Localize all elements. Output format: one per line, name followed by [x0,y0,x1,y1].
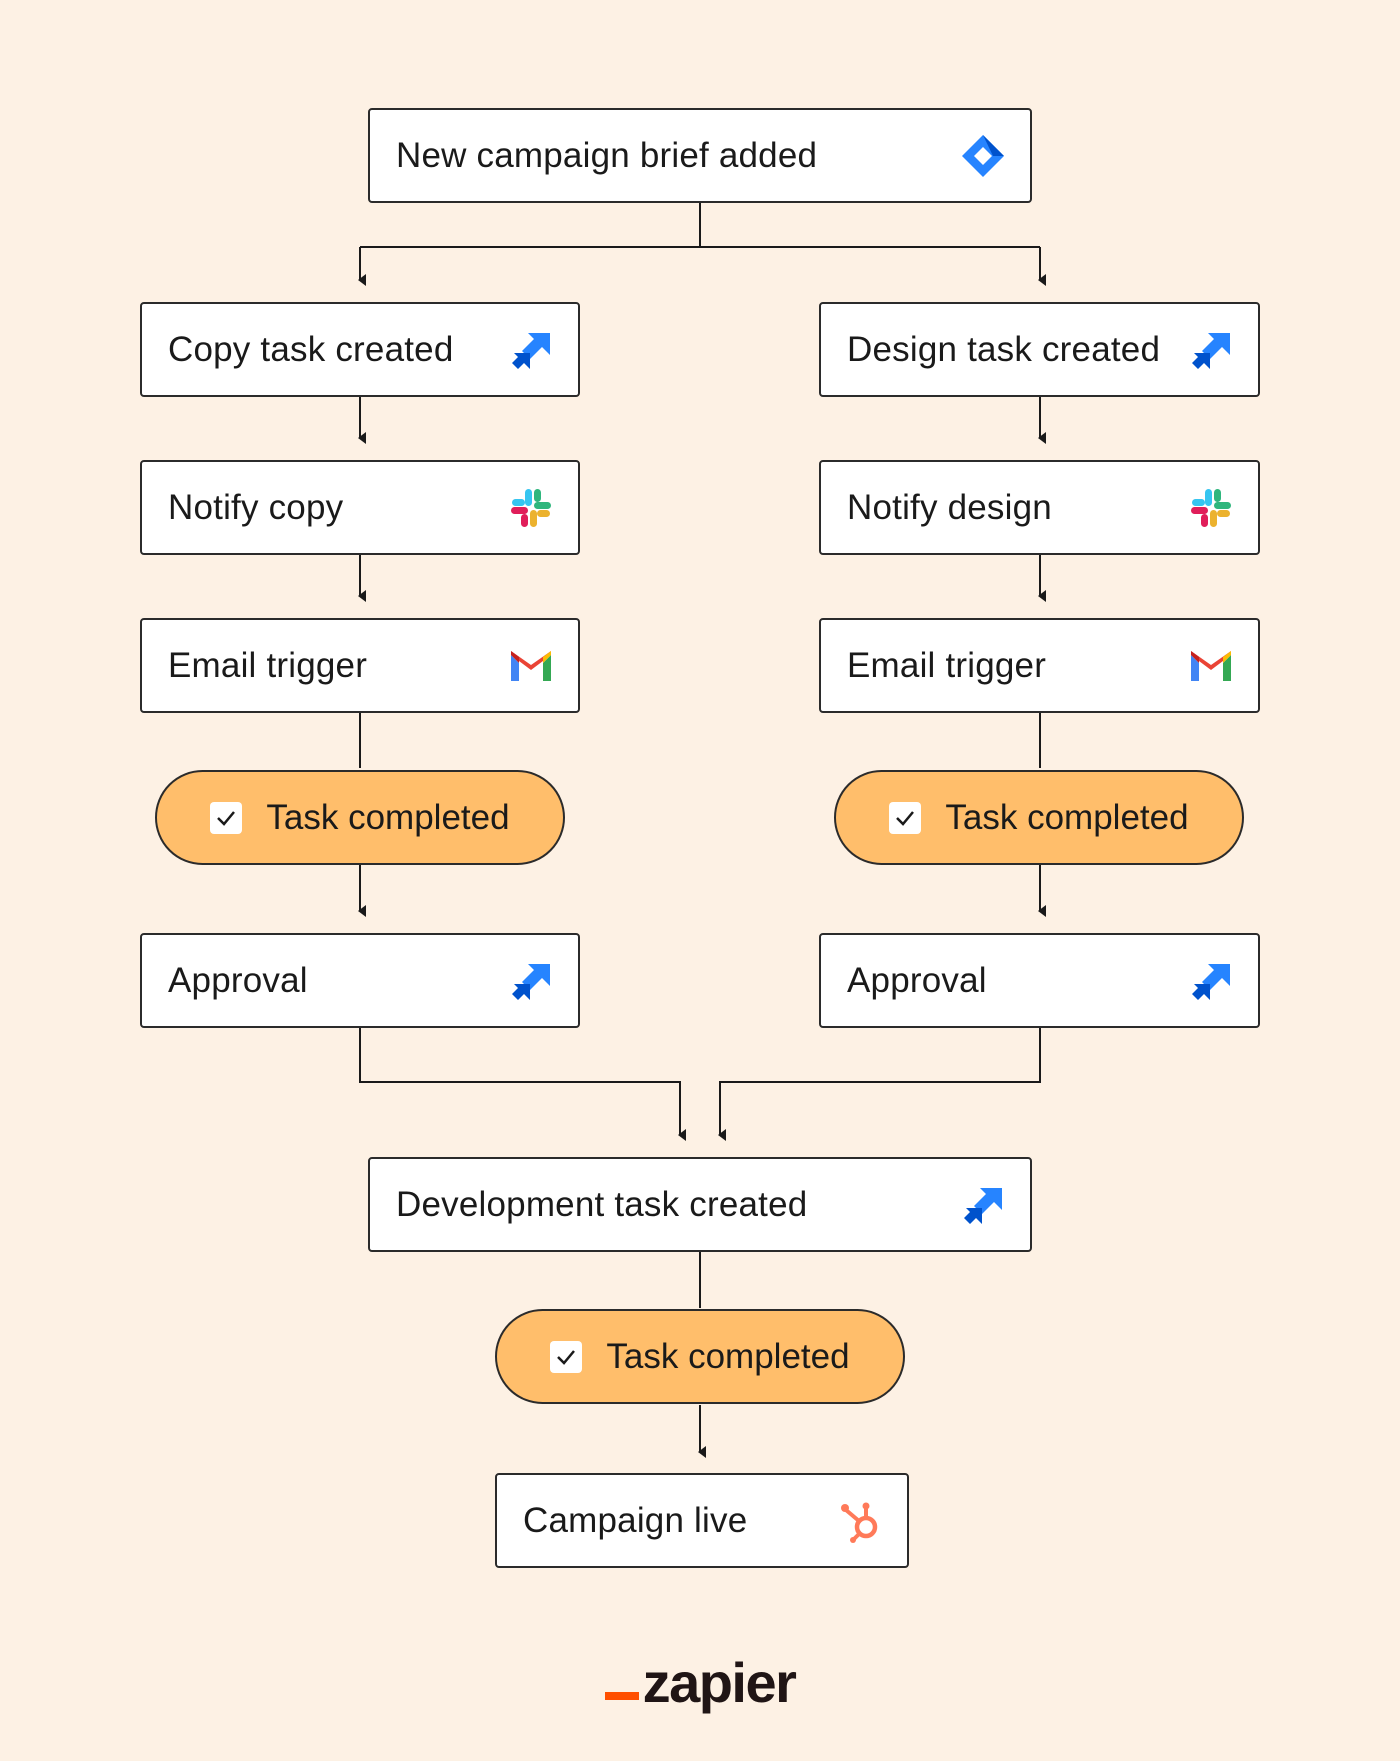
hubspot-icon [837,1498,883,1544]
node-label: Notify copy [168,487,344,527]
checkbox-icon [210,801,243,834]
checkbox-icon [550,1340,583,1373]
logo-underscore [604,1692,639,1700]
zapier-logo: zapier [0,1655,1400,1711]
slack-icon [508,485,554,531]
node-approval-right: Approval [819,933,1260,1028]
node-label: Approval [168,960,308,1000]
jira-icon [960,133,1006,179]
node-label: Approval [847,960,987,1000]
node-approval-left: Approval [140,933,580,1028]
node-copy-task-created: Copy task created [140,302,580,397]
node-notify-design: Notify design [819,460,1260,555]
node-new-campaign-brief: New campaign brief added [368,108,1032,203]
gmail-icon [508,643,554,689]
logo-wordmark: zapier [642,1651,797,1714]
node-label: Development task created [396,1184,808,1224]
connector-approval-right-merge [718,1028,1041,1141]
node-label: Design task created [847,329,1161,369]
task-completed-dev: Task completed [495,1309,905,1404]
jira-software-icon [508,958,554,1004]
checkbox-icon [889,801,922,834]
node-development-task-created: Development task created [368,1157,1032,1252]
gmail-icon [1188,643,1234,689]
node-email-trigger-left: Email trigger [140,618,580,713]
node-label: Email trigger [847,645,1047,685]
node-design-task-created: Design task created [819,302,1260,397]
jira-software-icon [1188,958,1234,1004]
connector-approval-left-merge [359,1028,686,1141]
task-completed-left: Task completed [155,770,565,865]
task-completed-right: Task completed [834,770,1244,865]
node-label: Notify design [847,487,1052,527]
jira-software-icon [1188,327,1234,373]
node-label: Email trigger [168,645,368,685]
jira-software-icon [960,1182,1006,1228]
jira-software-icon [508,327,554,373]
node-notify-copy: Notify copy [140,460,580,555]
node-label: Copy task created [168,329,454,369]
node-label: Campaign live [523,1500,748,1540]
pill-label: Task completed [945,797,1189,837]
pill-label: Task completed [606,1336,850,1376]
node-campaign-live: Campaign live [495,1473,909,1568]
slack-icon [1188,485,1234,531]
connector-brief-split [360,203,1040,248]
pill-label: Task completed [266,797,510,837]
node-label: New campaign brief added [396,135,818,175]
node-email-trigger-right: Email trigger [819,618,1260,713]
